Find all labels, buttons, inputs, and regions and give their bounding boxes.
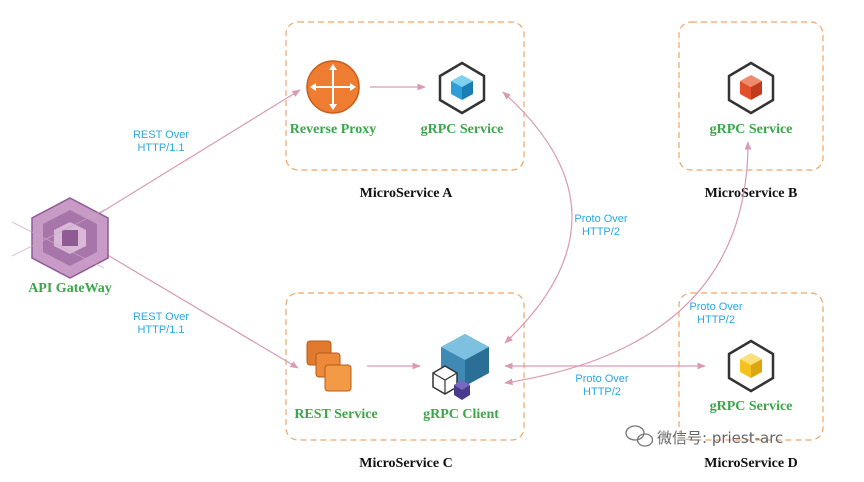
arrow-grpc-client-grpc-a	[502, 91, 573, 344]
microservice-c-caption: MicroService C	[359, 456, 452, 471]
grpc-cube-icon	[727, 339, 775, 393]
rest-service-icon	[306, 340, 352, 392]
grpc-service-d-label: gRPC Service	[710, 399, 793, 414]
edge-label-proto-d-1: Proto Over	[575, 373, 629, 385]
arrow-grpc-client-grpc-b	[504, 141, 752, 386]
edge-label-proto-a-1: Proto Over	[574, 213, 628, 225]
grpc-service-b-label: gRPC Service	[710, 122, 793, 137]
edge-label-rest-top-2: HTTP/1.1	[137, 142, 184, 154]
edge-label-proto-b-1: Proto Over	[689, 301, 743, 313]
microservice-b-caption: MicroService B	[705, 186, 798, 201]
grpc-client-label: gRPC Client	[423, 407, 499, 422]
edge-label-proto-b-2: HTTP/2	[697, 314, 735, 326]
edge-label-proto-d-2: HTTP/2	[583, 386, 621, 398]
grpc-service-a-label: gRPC Service	[421, 122, 504, 137]
edge-label-rest-bottom-2: HTTP/1.1	[137, 324, 184, 336]
reverse-proxy-icon	[306, 60, 360, 114]
rest-service-label: REST Service	[294, 407, 377, 422]
edge-label-rest-bottom-1: REST Over	[133, 311, 189, 323]
microservice-d-caption: MicroService D	[704, 456, 797, 471]
edge-label-proto-a-2: HTTP/2	[582, 226, 620, 238]
edge-label-rest-top-1: REST Over	[133, 129, 189, 141]
grpc-client-icon	[432, 334, 489, 400]
api-gateway-icon	[11, 197, 109, 279]
reverse-proxy-label: Reverse Proxy	[290, 122, 376, 137]
api-gateway-label: API GateWay	[28, 281, 112, 296]
watermark-text: 微信号: priest-arc	[657, 429, 783, 447]
microservice-a-box	[285, 21, 525, 171]
microservice-a-caption: MicroService A	[360, 186, 454, 201]
grpc-cube-icon	[438, 61, 486, 115]
wechat-icon	[625, 425, 654, 447]
grpc-cube-icon	[727, 61, 775, 115]
